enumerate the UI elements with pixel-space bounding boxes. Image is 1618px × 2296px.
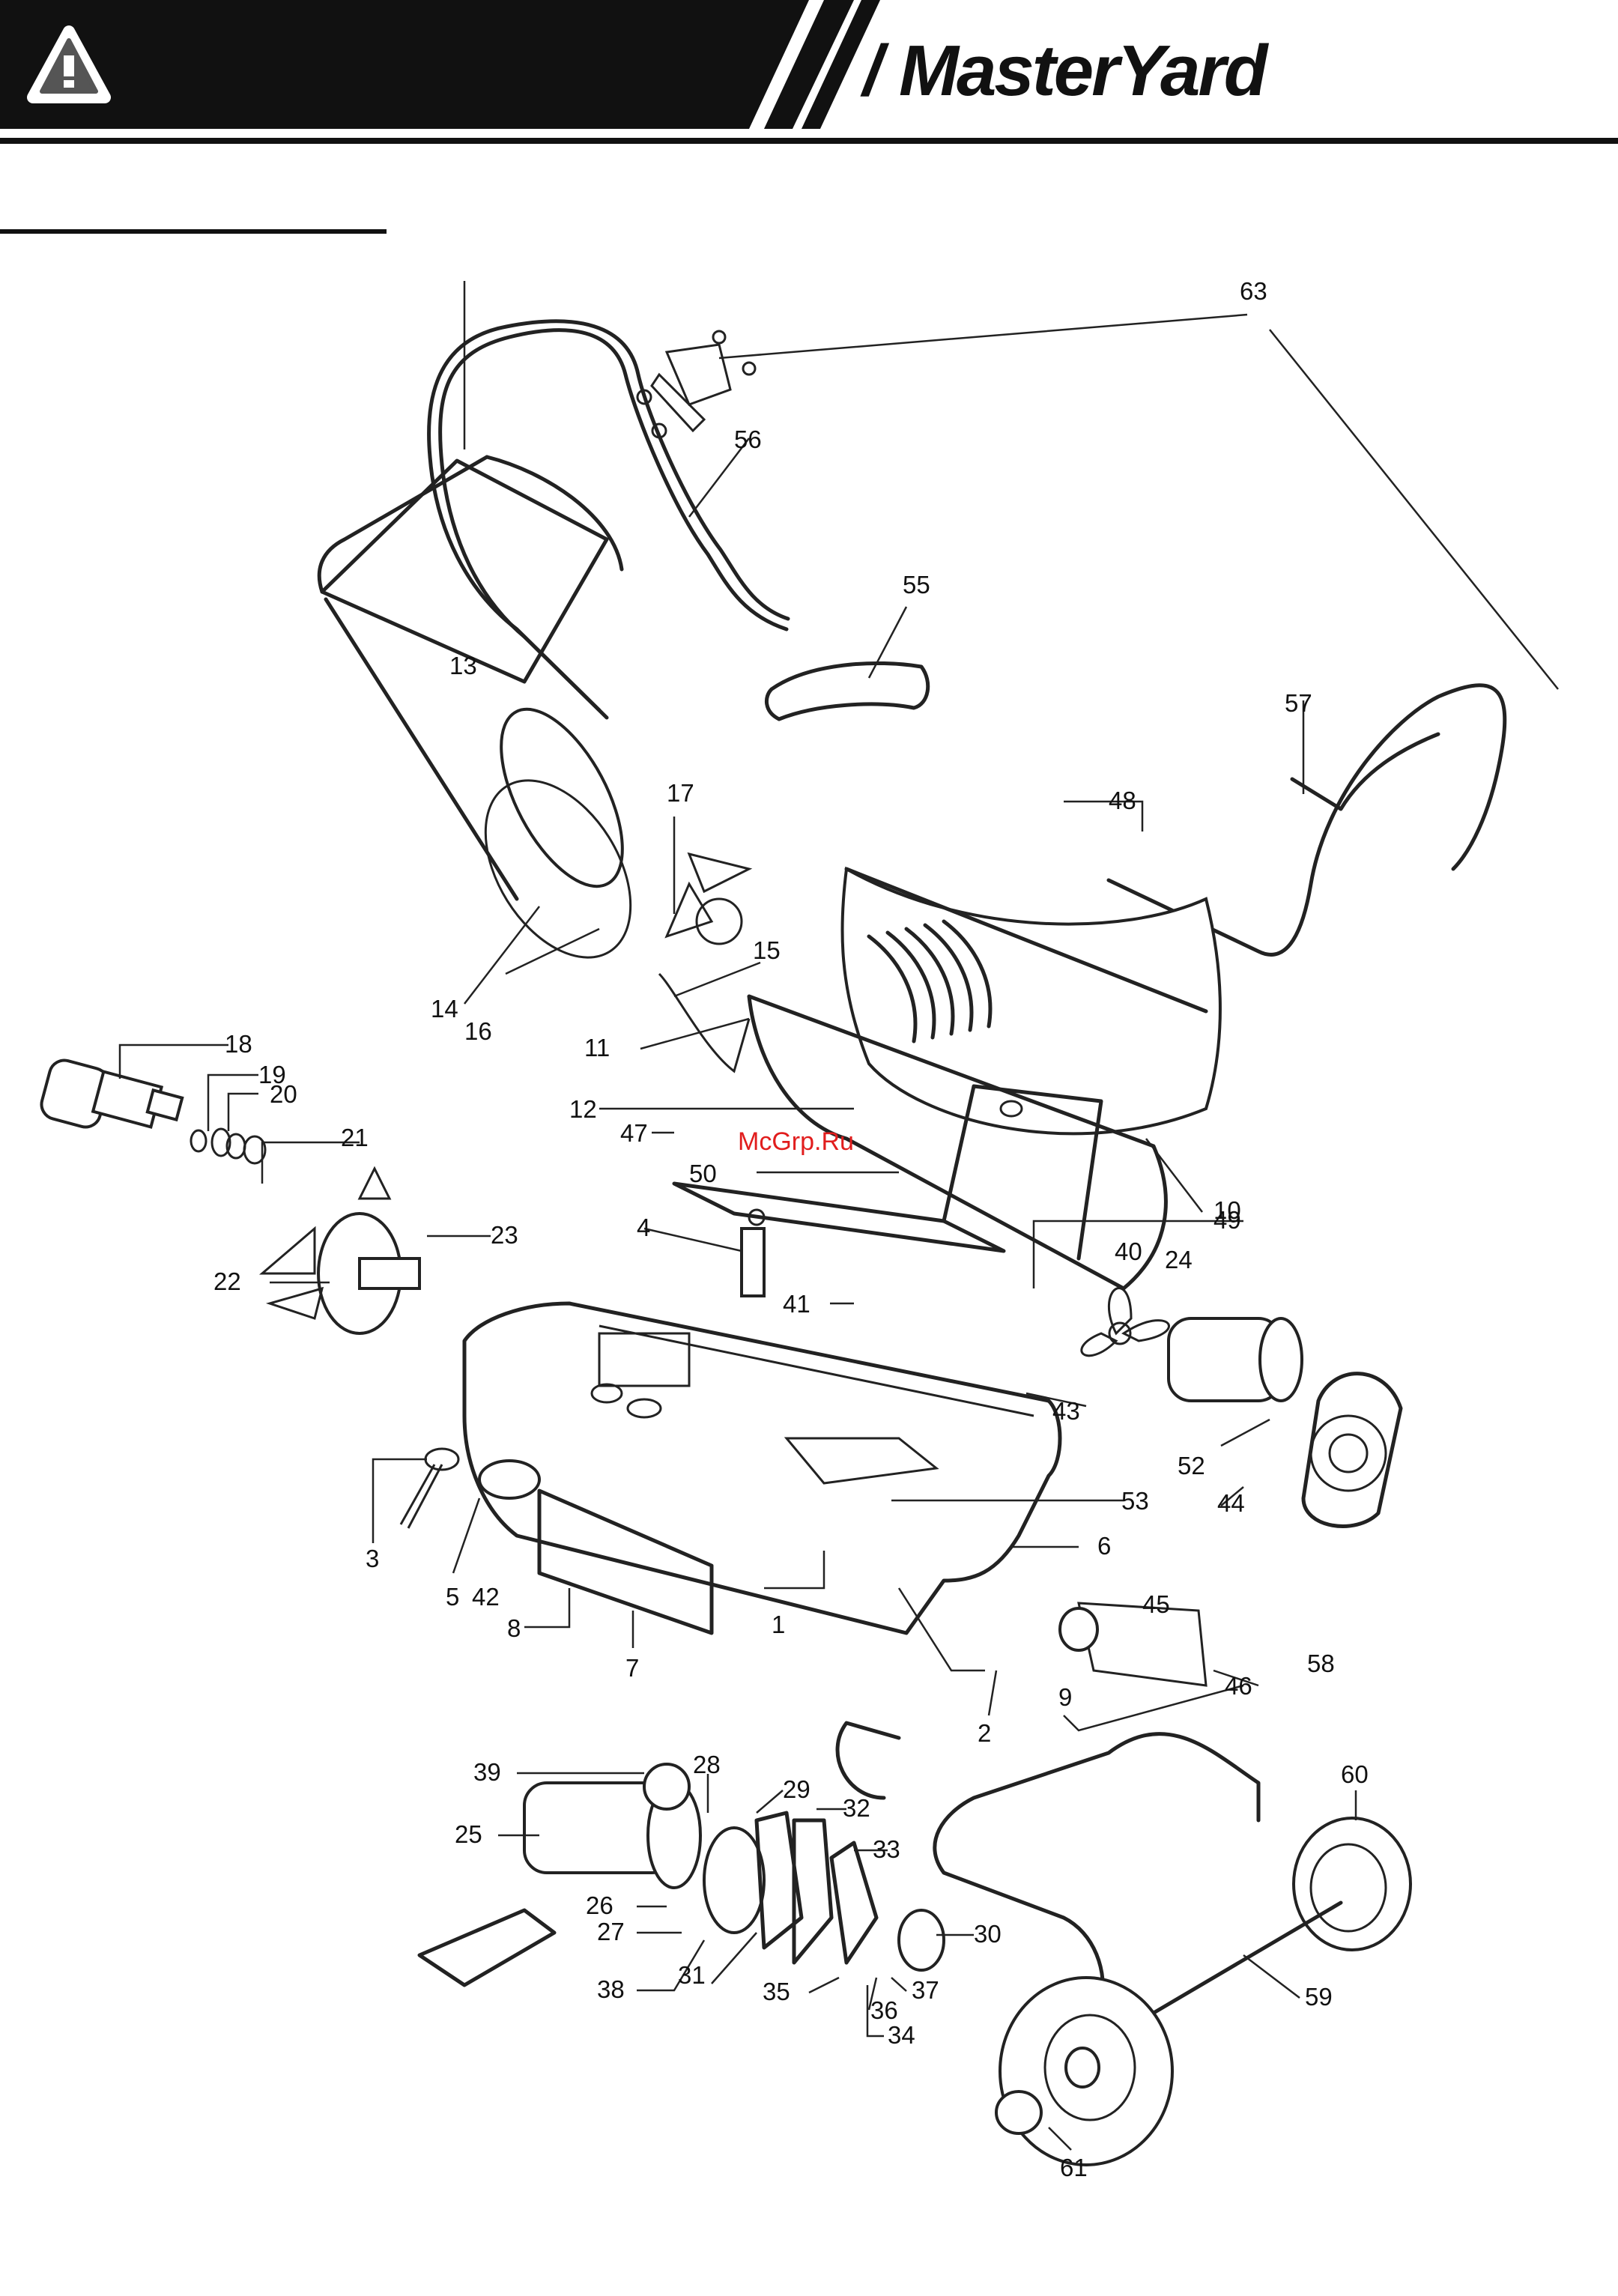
- part-rotor: [262, 1169, 419, 1333]
- callout-30: 30: [974, 1920, 1002, 1948]
- callout-9: 9: [1058, 1683, 1072, 1711]
- callout-12: 12: [569, 1095, 597, 1123]
- part-combustion-chamber: [319, 457, 660, 984]
- callout-43: 43: [1052, 1397, 1080, 1425]
- part-hub-cap: [996, 2091, 1041, 2133]
- part-pump-assembly: [419, 1764, 700, 1985]
- callout-40: 40: [1115, 1238, 1142, 1265]
- callout-1: 1: [772, 1611, 785, 1638]
- callout-28: 28: [693, 1751, 721, 1778]
- callout-42: 42: [472, 1583, 500, 1611]
- callout-13: 13: [449, 652, 477, 679]
- callout-26: 26: [586, 1891, 613, 1919]
- callout-49: 49: [1214, 1206, 1241, 1234]
- callout-34: 34: [888, 2021, 915, 2049]
- callout-14: 14: [431, 995, 458, 1023]
- callout-21: 21: [341, 1124, 369, 1151]
- callout-53: 53: [1121, 1487, 1149, 1515]
- callout-15: 15: [753, 936, 781, 964]
- part-pump-cover: [704, 1813, 944, 1970]
- part-fan-blade: [1082, 1288, 1169, 1356]
- callout-39: 39: [473, 1758, 501, 1786]
- watermark-text: McGrp.Ru: [738, 1127, 854, 1156]
- callout-44: 44: [1217, 1489, 1245, 1517]
- callout-48: 48: [1109, 787, 1136, 814]
- callout-18: 18: [225, 1030, 252, 1058]
- callout-63: 63: [1240, 277, 1267, 305]
- callout-38: 38: [597, 1975, 625, 2003]
- callout-35: 35: [763, 1978, 790, 2005]
- callout-60: 60: [1341, 1760, 1369, 1788]
- callout-4: 4: [637, 1214, 650, 1241]
- part-dipstick: [401, 1449, 458, 1528]
- callout-16: 16: [464, 1017, 492, 1045]
- callout-37: 37: [912, 1976, 939, 2004]
- callout-55: 55: [903, 571, 930, 599]
- part-guard: [1303, 1374, 1401, 1527]
- callout-56: 56: [734, 425, 762, 453]
- part-fuel-cap: [479, 1461, 539, 1498]
- part-fuel-tank: [464, 1303, 1060, 1633]
- callout-59: 59: [1305, 1983, 1333, 2011]
- callout-36: 36: [870, 1996, 898, 2024]
- callout-3: 3: [366, 1545, 379, 1572]
- callout-61: 61: [1060, 2154, 1088, 2181]
- callout-7: 7: [625, 1654, 639, 1682]
- callout-47: 47: [620, 1119, 648, 1147]
- part-probe: [742, 1210, 764, 1296]
- part-wheel-right: [1294, 1818, 1411, 1950]
- callout-8: 8: [507, 1614, 521, 1642]
- callout-33: 33: [873, 1835, 900, 1863]
- callout-41: 41: [783, 1290, 810, 1318]
- part-motor: [1169, 1318, 1302, 1401]
- part-handle: [429, 321, 788, 718]
- part-fan: [659, 854, 749, 1071]
- callout-25: 25: [455, 1820, 482, 1848]
- callout-22: 22: [213, 1267, 241, 1295]
- callout-5: 5: [446, 1583, 459, 1611]
- part-nozzle: [38, 1057, 265, 1163]
- callout-32: 32: [843, 1794, 870, 1822]
- callout-31: 31: [678, 1961, 706, 1989]
- callout-52: 52: [1178, 1452, 1205, 1479]
- callout-24: 24: [1165, 1246, 1193, 1273]
- part-control-board: [1060, 1603, 1206, 1685]
- callout-6: 6: [1097, 1532, 1111, 1560]
- callout-45: 45: [1142, 1590, 1170, 1618]
- part-wheel-frame: [837, 1723, 1258, 2008]
- callout-20: 20: [270, 1080, 297, 1108]
- callout-11: 11: [584, 1034, 610, 1061]
- callout-50: 50: [689, 1160, 717, 1187]
- callout-29: 29: [783, 1775, 810, 1803]
- callout-2: 2: [978, 1719, 991, 1747]
- callout-57: 57: [1285, 689, 1312, 717]
- callout-58: 58: [1307, 1650, 1335, 1677]
- part-wheel-left: [1000, 1978, 1172, 2165]
- part-grip: [766, 663, 927, 719]
- callout-27: 27: [597, 1918, 625, 1945]
- callout-23: 23: [491, 1221, 518, 1249]
- callout-46: 46: [1225, 1672, 1252, 1700]
- callout-17: 17: [667, 779, 694, 807]
